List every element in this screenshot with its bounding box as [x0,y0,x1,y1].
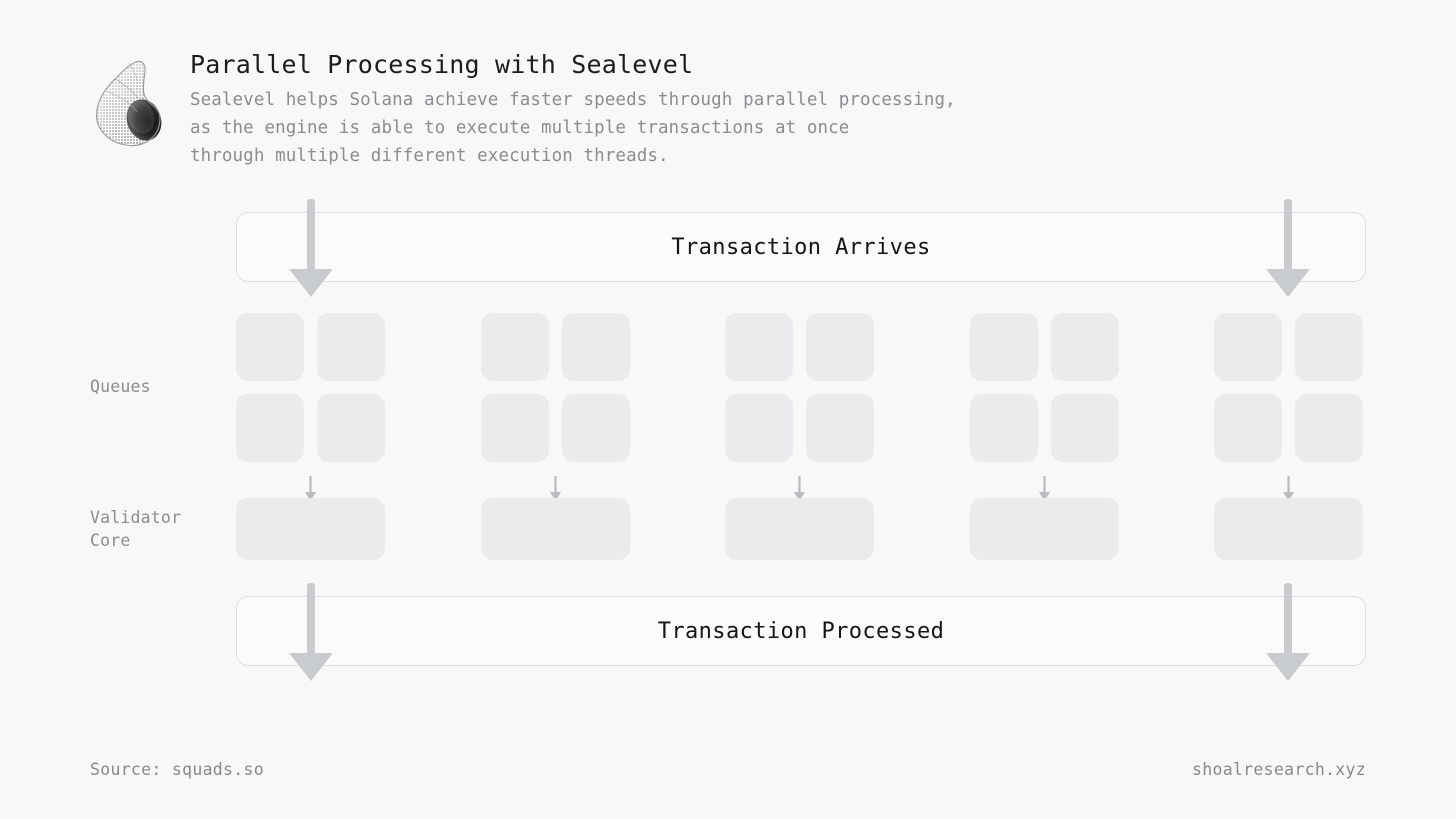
lane-group-2 [481,313,630,560]
validator-core-box [1214,498,1363,560]
queue-box [806,394,874,462]
seashell-icon [88,58,174,150]
queue-box [970,313,1038,381]
page-subtitle: Sealevel helps Solana achieve faster spe… [190,90,956,166]
footer-source: Source: squads.so [90,760,264,779]
queue-box [725,394,793,462]
arrow-down-icon-bottom-left [285,583,337,683]
page-title: Parallel Processing with Sealevel [190,50,694,79]
queue-box [970,394,1038,462]
queue-box [806,313,874,381]
queue-box [1214,313,1282,381]
arrow-down-small-icon [1037,476,1052,502]
arrow-down-icon-top-left [285,199,337,299]
lane-group-3 [725,313,874,560]
header-text: Parallel Processing with Sealevel Sealev… [190,46,956,170]
lane-group-1 [236,313,385,560]
row-label-queues: Queues [90,377,151,396]
arrow-down-small-icon [548,476,563,502]
validator-core-box [236,498,385,560]
queue-box [1214,394,1282,462]
queue-box [317,394,385,462]
banner-transaction-arrives: Transaction Arrives [236,212,1366,282]
queue-box [562,394,630,462]
arrow-down-small-icon [1281,476,1296,502]
queue-box [562,313,630,381]
validator-core-box [970,498,1119,560]
banner-transaction-processed: Transaction Processed [236,596,1366,666]
row-label-validator-core: Validator Core [90,508,182,550]
banner-label-transaction-arrives: Transaction Arrives [671,234,931,260]
queue-box [481,394,549,462]
footer-site: shoalresearch.xyz [1192,760,1366,779]
queue-box [1051,313,1119,381]
header: Parallel Processing with Sealevel Sealev… [88,46,1396,170]
lane-group-5 [1214,313,1363,560]
arrow-down-small-icon [792,476,807,502]
queue-box [317,313,385,381]
banner-label-transaction-processed: Transaction Processed [657,618,945,644]
queue-box [1295,394,1363,462]
lane-group-4 [970,313,1119,560]
arrow-down-icon-top-right [1262,199,1314,299]
validator-core-box [725,498,874,560]
queue-box [1295,313,1363,381]
validator-core-box [481,498,630,560]
queue-box [1051,394,1119,462]
queue-box [725,313,793,381]
arrow-down-icon-bottom-right [1262,583,1314,683]
arrow-down-small-icon [303,476,318,502]
queue-box [236,313,304,381]
queue-box [236,394,304,462]
queue-box [481,313,549,381]
